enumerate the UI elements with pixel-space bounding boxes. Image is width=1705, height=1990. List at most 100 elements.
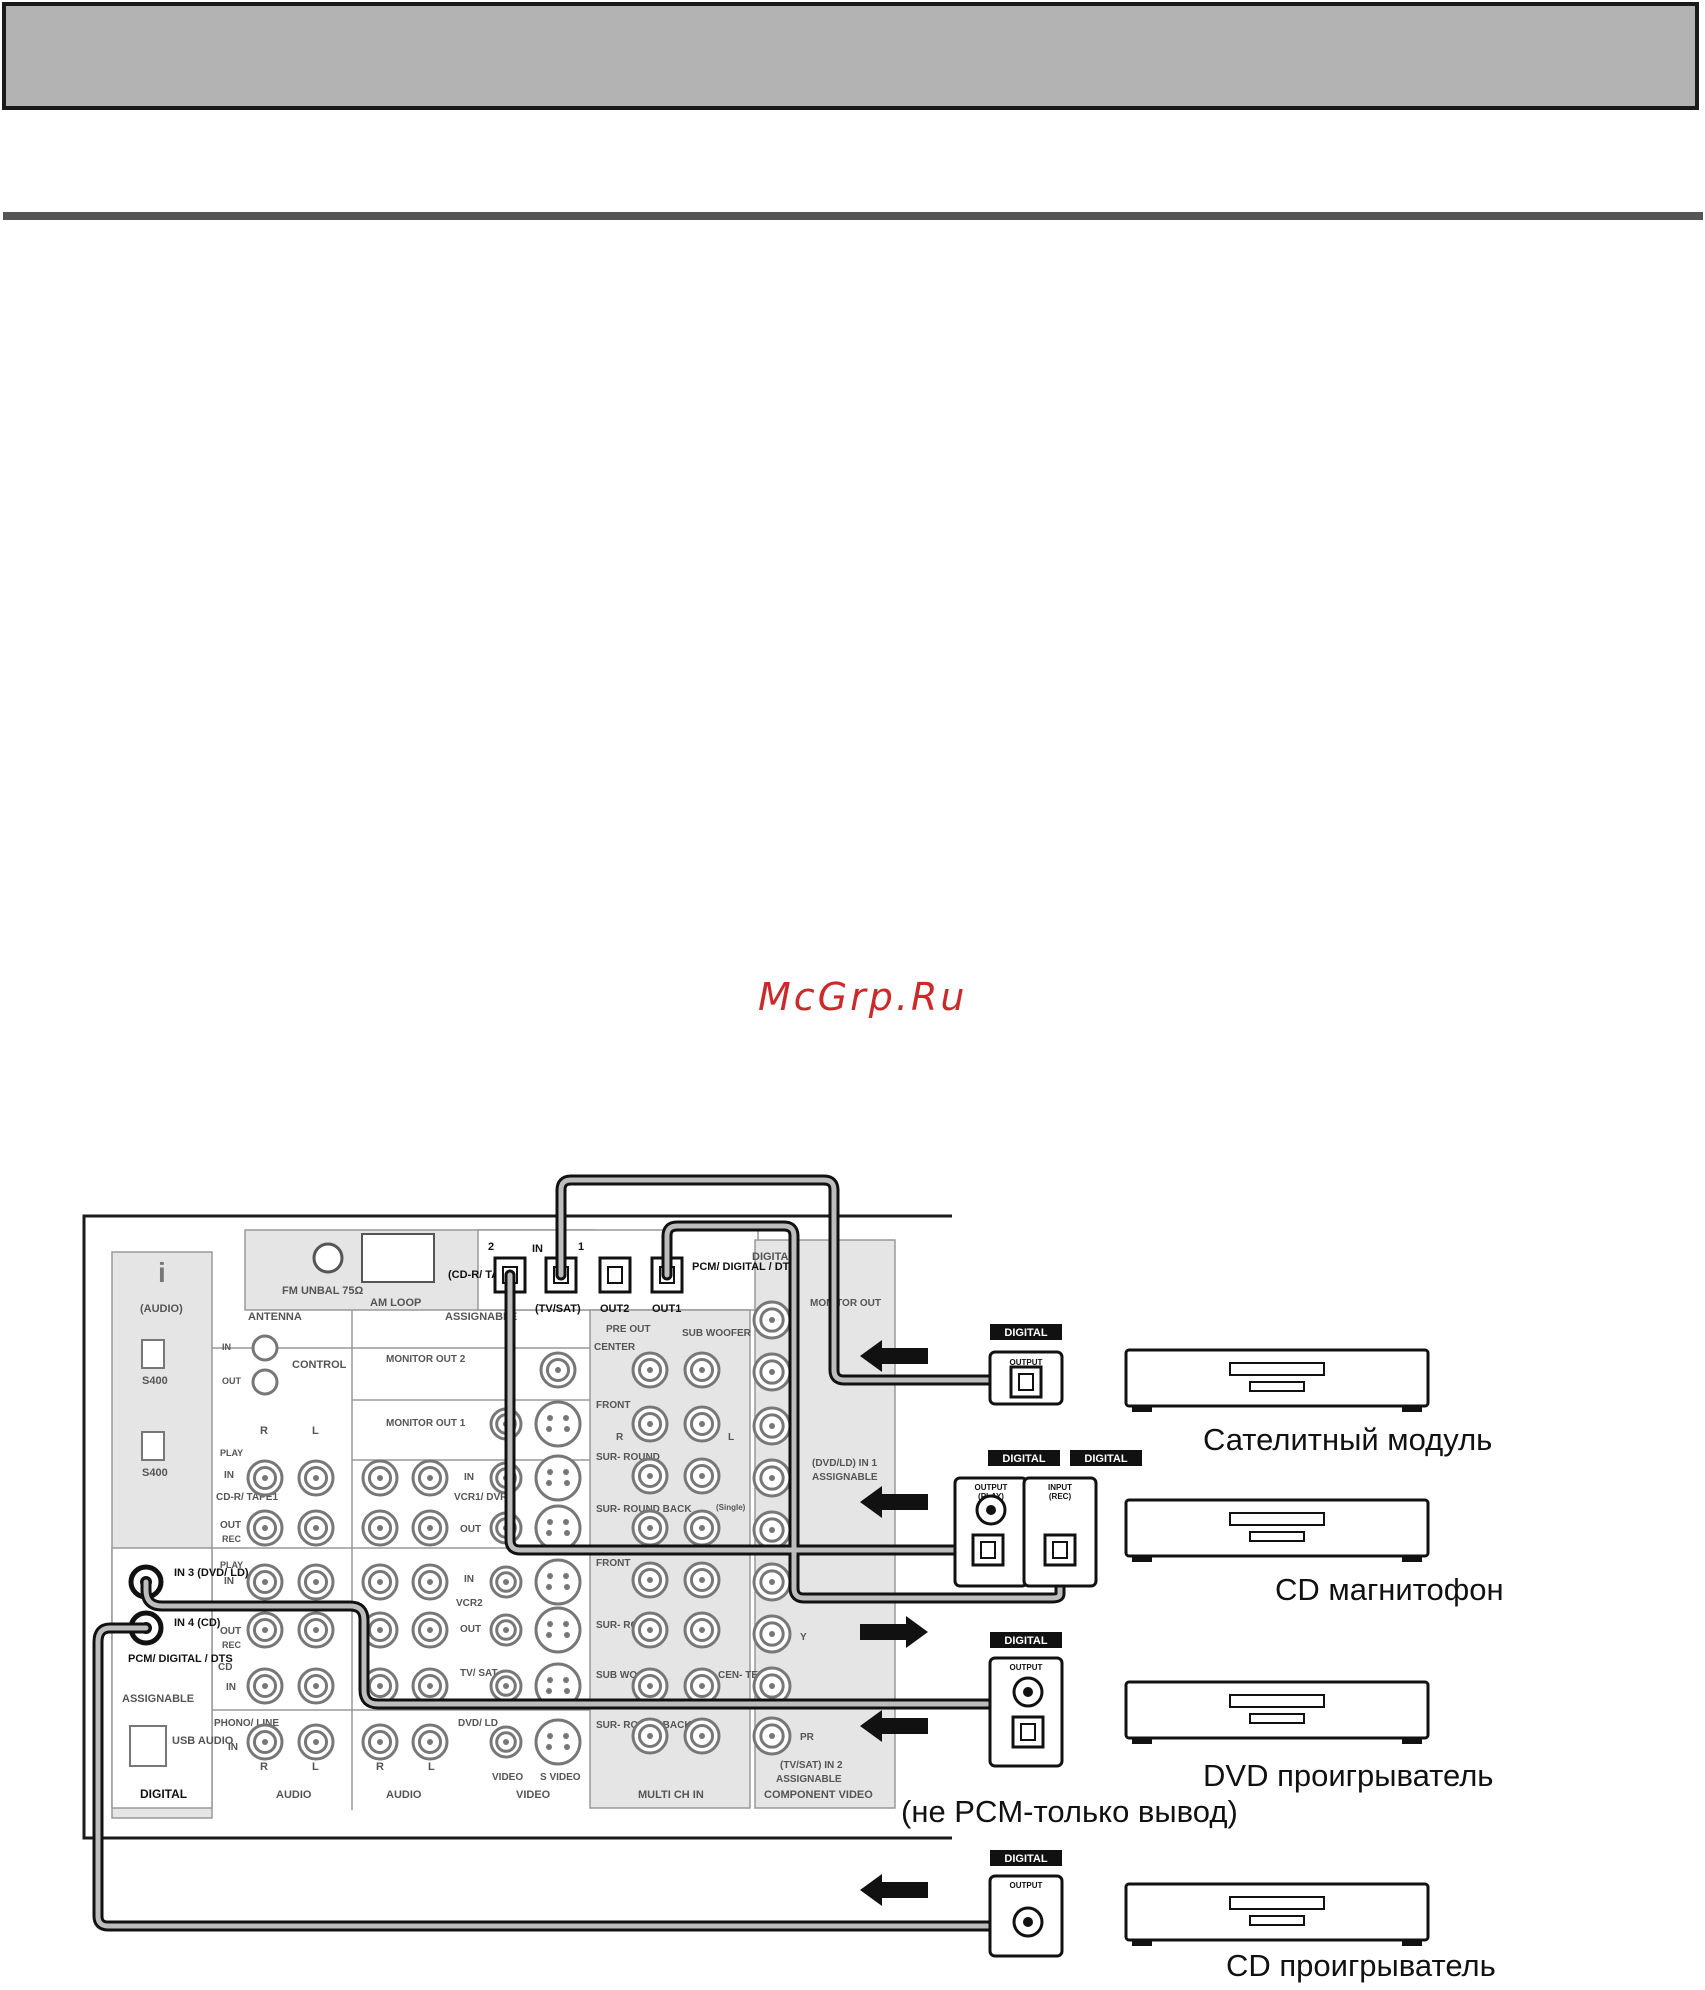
video-audio-jack-l-1[interactable] xyxy=(411,1509,449,1547)
control-in-jack[interactable] xyxy=(251,1334,279,1362)
ilink-label: (AUDIO) xyxy=(140,1303,183,1315)
signal-arrow-in xyxy=(860,1340,928,1372)
audio-jack-l-3[interactable] xyxy=(297,1611,335,1649)
audio-jack-r-2[interactable] xyxy=(246,1563,284,1601)
composite-jack-2[interactable] xyxy=(489,1565,523,1599)
pcm-label-left: PCM/ DIGITAL / DTS xyxy=(128,1653,233,1665)
video-audio-jack-l-4[interactable] xyxy=(411,1667,449,1705)
component-jack-4[interactable] xyxy=(752,1510,792,1550)
pre-out-jack-l-2[interactable] xyxy=(683,1457,721,1495)
multi-in-jack-r-1[interactable] xyxy=(631,1611,669,1649)
svideo-jack-1[interactable] xyxy=(534,1504,582,1552)
out-label-1: OUT xyxy=(220,1520,241,1531)
tvsat-label: (TV/SAT) xyxy=(535,1303,581,1315)
multi-in-jack-r-0[interactable] xyxy=(631,1561,669,1599)
composite-jack-5[interactable] xyxy=(489,1725,523,1759)
composite-jack-4[interactable] xyxy=(489,1669,523,1703)
video-audio-jack-l-0[interactable] xyxy=(411,1459,449,1497)
dvd-coax-output[interactable] xyxy=(1012,1676,1044,1708)
component-jack-0[interactable] xyxy=(752,1300,792,1340)
svideo-jack-3[interactable] xyxy=(534,1606,582,1654)
multi-in-jack-l-2[interactable] xyxy=(683,1667,721,1705)
audio-jack-r-0[interactable] xyxy=(246,1459,284,1497)
component-assignable-top: ASSIGNABLE xyxy=(812,1472,878,1483)
s400-a-label: S400 xyxy=(142,1375,168,1387)
audio-jack-l-4[interactable] xyxy=(297,1667,335,1705)
component-jack-5[interactable] xyxy=(752,1562,792,1602)
control-out-jack[interactable] xyxy=(251,1368,279,1396)
pre-out-jack-l-0[interactable] xyxy=(683,1351,721,1389)
monitor-out1-svideo-jack[interactable] xyxy=(534,1400,582,1448)
video-audio-jack-r-1[interactable] xyxy=(361,1509,399,1547)
audio-jack-r-5[interactable] xyxy=(246,1723,284,1761)
port-num-1: 1 xyxy=(578,1241,584,1253)
am-loop-terminal[interactable] xyxy=(361,1233,435,1283)
svideo-jack-0[interactable] xyxy=(534,1454,582,1502)
s400-port-a[interactable] xyxy=(141,1339,165,1369)
cdr-optical-input[interactable] xyxy=(1043,1533,1077,1567)
video-audio-jack-l-3[interactable] xyxy=(411,1611,449,1649)
audio-jack-r-4[interactable] xyxy=(246,1667,284,1705)
optical-port-out2[interactable] xyxy=(598,1256,632,1294)
composite-jack-3[interactable] xyxy=(489,1613,523,1647)
component-jack-3[interactable] xyxy=(752,1458,792,1498)
subwoofer-label: SUB WOOFER xyxy=(682,1328,752,1339)
video-audio-jack-r-0[interactable] xyxy=(361,1459,399,1497)
out1-label: OUT1 xyxy=(652,1303,681,1315)
video-audio-jack-r-2[interactable] xyxy=(361,1563,399,1601)
component-jack-2[interactable] xyxy=(752,1406,792,1446)
video-audio-jack-r-5[interactable] xyxy=(361,1723,399,1761)
cd-coax-output[interactable] xyxy=(1012,1906,1044,1938)
component-monitor-label: MONITOR OUT xyxy=(810,1298,881,1309)
pre-out-jack-r-2[interactable] xyxy=(631,1457,669,1495)
connection-diagram: FM UNBAL 75Ω ANTENNA AM LOOP ASSIGNABLE … xyxy=(82,1174,1430,1958)
multi-in-jack-l-1[interactable] xyxy=(683,1611,721,1649)
monitor-out2-jack[interactable] xyxy=(539,1351,577,1389)
fm-antenna-jack[interactable] xyxy=(312,1242,344,1274)
surround-back-label: SUR- ROUND BACK xyxy=(596,1504,692,1515)
multi-in-jack-r-2[interactable] xyxy=(631,1667,669,1705)
usb-label: USB AUDIO xyxy=(172,1735,234,1747)
svideo-jack-2[interactable] xyxy=(534,1558,582,1606)
device-cd-recorder xyxy=(1124,1498,1430,1562)
s400-port-b[interactable] xyxy=(141,1431,165,1461)
component-jack-8[interactable] xyxy=(752,1716,792,1756)
multi-ch-l-label: L xyxy=(728,1432,734,1443)
audio-jack-r-1[interactable] xyxy=(246,1509,284,1547)
cdr-coax-output[interactable] xyxy=(975,1494,1007,1526)
cdr-optical-output[interactable] xyxy=(971,1533,1005,1567)
video-audio-jack-r-3[interactable] xyxy=(361,1611,399,1649)
audio-jack-l-2[interactable] xyxy=(297,1563,335,1601)
audio-jack-l-5[interactable] xyxy=(297,1723,335,1761)
pre-out-jack-l-1[interactable] xyxy=(683,1405,721,1443)
video-audio-jack-l-5[interactable] xyxy=(411,1723,449,1761)
pre-out-jack-r-1[interactable] xyxy=(631,1405,669,1443)
multi-in-jack-l-0[interactable] xyxy=(683,1561,721,1599)
surround-label-in: SUR- ROUND xyxy=(596,1620,660,1631)
audio-jack-l-0[interactable] xyxy=(297,1459,335,1497)
component-jack-1[interactable] xyxy=(752,1352,792,1392)
ilink-icon: i xyxy=(158,1257,166,1288)
audio-jack-l-1[interactable] xyxy=(297,1509,335,1547)
audio-r-label: R xyxy=(260,1425,268,1437)
component-jack-6[interactable] xyxy=(752,1614,792,1654)
svideo-jack-5[interactable] xyxy=(534,1718,582,1766)
out-label-2: OUT xyxy=(220,1626,241,1637)
play-label-1: PLAY xyxy=(220,1448,243,1458)
cd-label: CD xyxy=(218,1662,232,1673)
pre-out-jack-r-3[interactable] xyxy=(631,1509,669,1547)
audio-jack-r-3[interactable] xyxy=(246,1611,284,1649)
satellite-optical-output[interactable] xyxy=(1009,1365,1043,1399)
port-box-dvd xyxy=(988,1656,1064,1768)
multi-in-jack-l-3[interactable] xyxy=(683,1717,721,1755)
multi-in-jack-r-3[interactable] xyxy=(631,1717,669,1755)
dvd-optical-output[interactable] xyxy=(1011,1715,1045,1749)
pre-out-jack-l-3[interactable] xyxy=(683,1509,721,1547)
receiver-outline xyxy=(82,1214,952,1840)
usb-port[interactable] xyxy=(129,1725,167,1767)
in4-label: IN 4 (CD) xyxy=(174,1617,221,1629)
video-audio-jack-l-2[interactable] xyxy=(411,1563,449,1601)
pre-out-jack-r-0[interactable] xyxy=(631,1351,669,1389)
component-dvd-in-label: (DVD/LD) IN 1 xyxy=(812,1458,877,1469)
component-y-label: Y xyxy=(800,1632,807,1643)
